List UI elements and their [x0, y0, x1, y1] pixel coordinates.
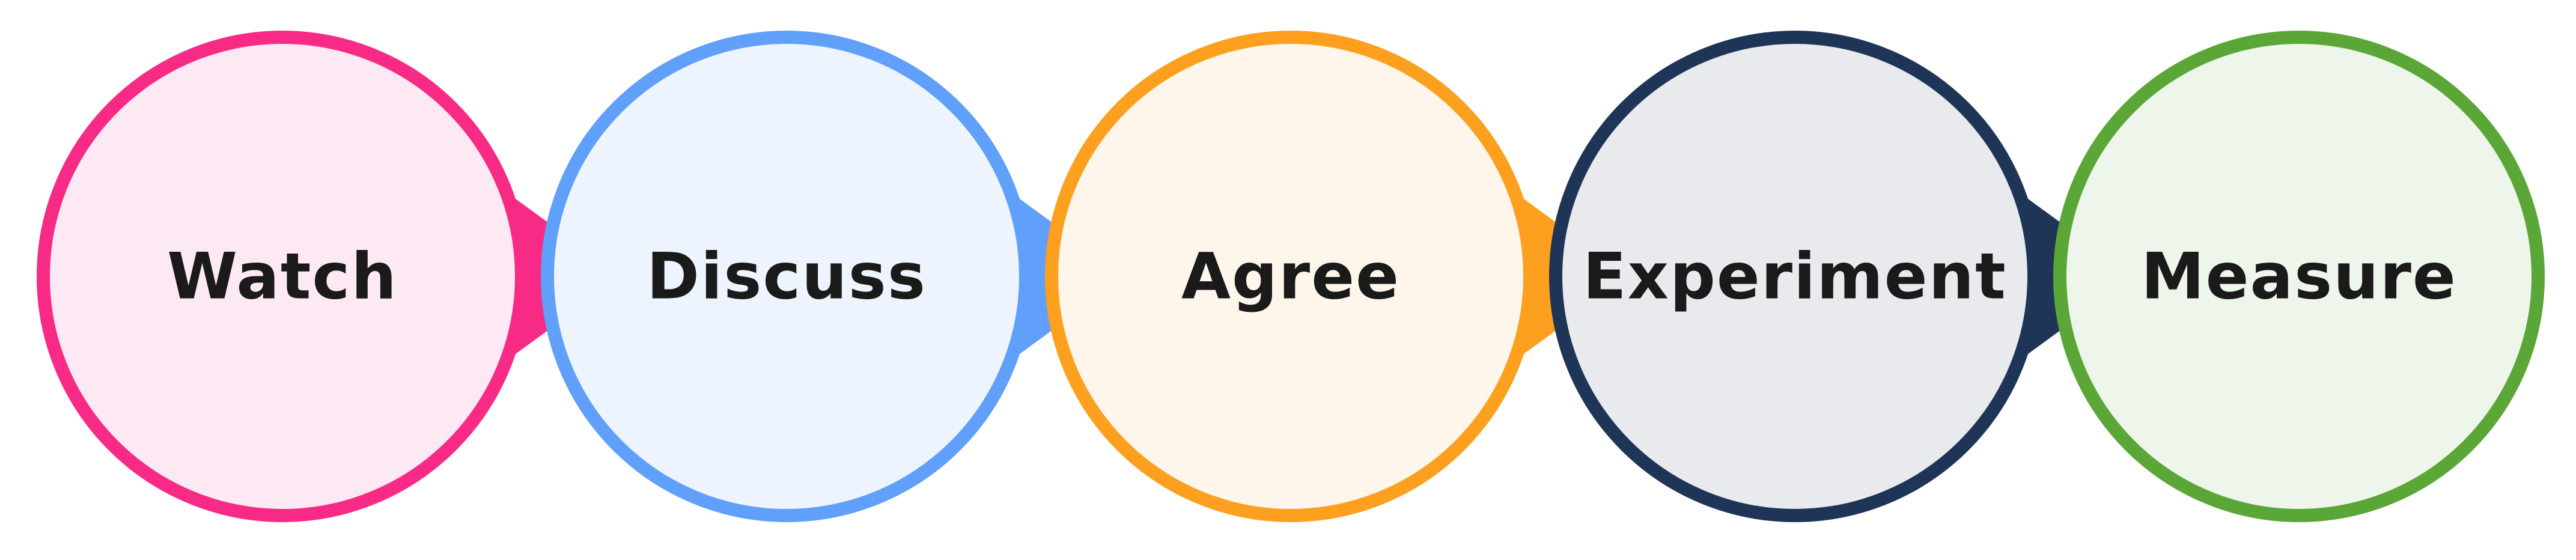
step-experiment: Experiment [1549, 31, 2134, 522]
step-discuss-circle [541, 31, 1032, 522]
step-watch-circle [37, 31, 528, 522]
step-experiment-label: Experiment [1583, 240, 2007, 314]
step-measure-circle [2053, 31, 2545, 522]
step-experiment-circle [1549, 31, 2041, 522]
step-agree-label: Agree [1181, 240, 1400, 314]
step-measure-label: Measure [2141, 240, 2457, 314]
step-discuss-label: Discuss [647, 240, 927, 314]
step-measure: Measure [2053, 31, 2545, 522]
step-agree: Agree [1045, 31, 1630, 522]
step-watch-label: Watch [167, 240, 398, 314]
step-watch: Watch [37, 31, 622, 522]
step-discuss: Discuss [541, 31, 1126, 522]
step-agree-circle [1045, 31, 1536, 522]
